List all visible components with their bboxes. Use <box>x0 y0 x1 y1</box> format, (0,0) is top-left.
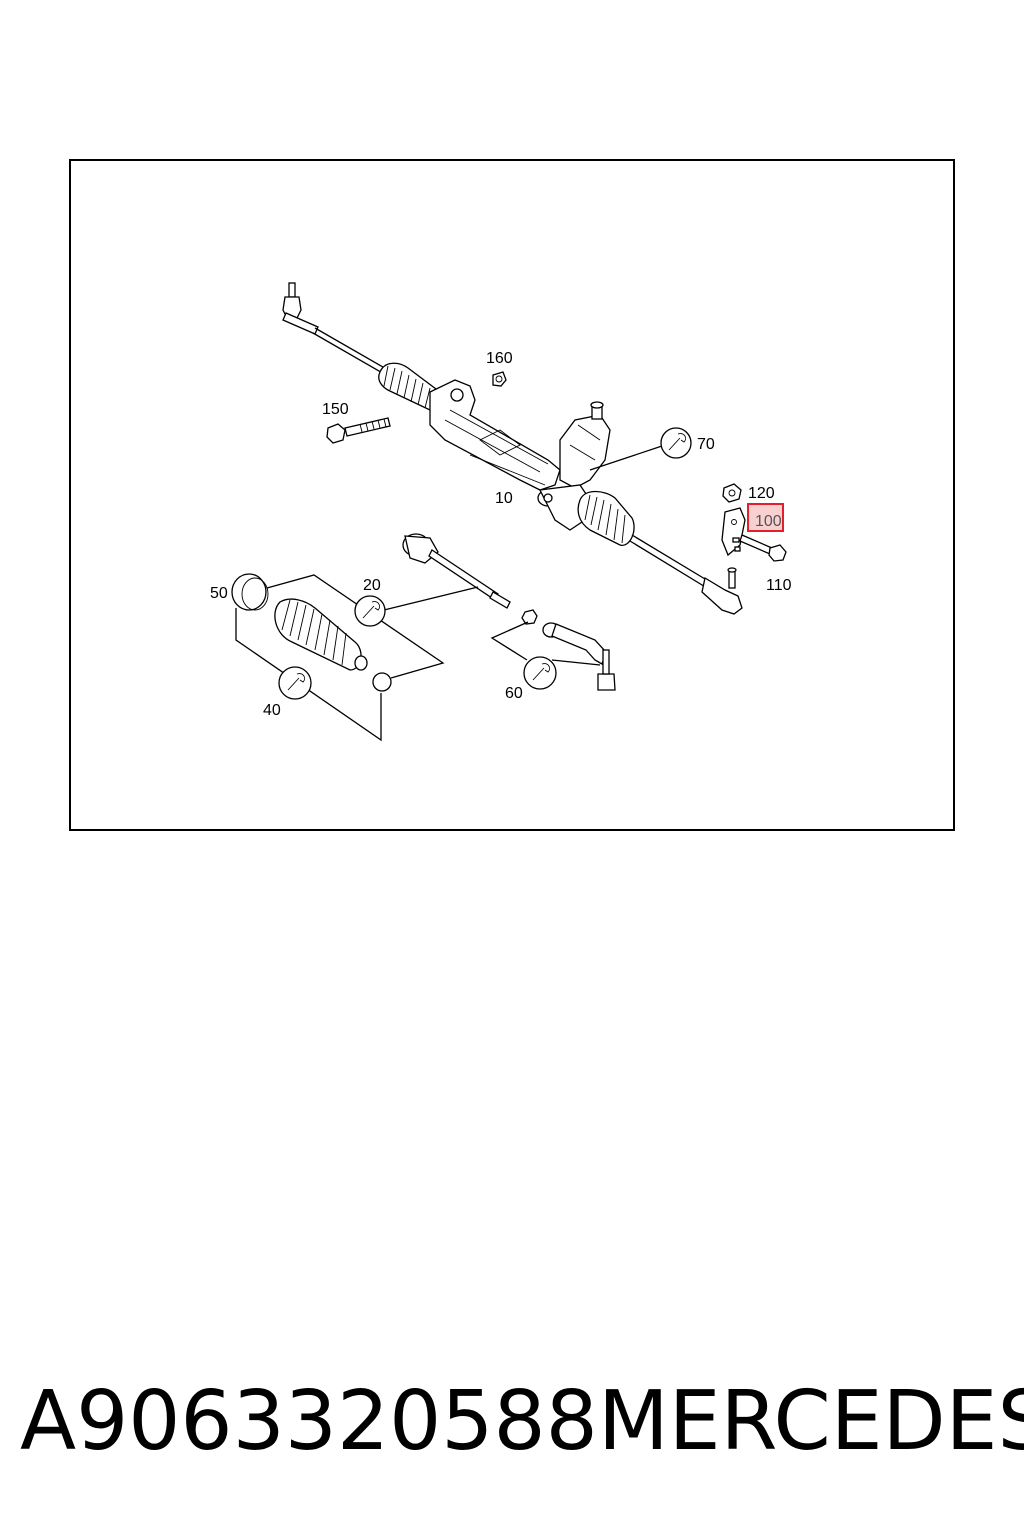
nut-160 <box>492 371 507 387</box>
nut-120 <box>722 483 742 503</box>
ring-50 <box>231 573 269 611</box>
inner-tie-rod <box>402 533 511 609</box>
rack-housing <box>429 379 561 491</box>
wrench-icon-40 <box>278 666 312 700</box>
boot-40 <box>274 598 368 671</box>
callout-160: 160 <box>486 350 513 367</box>
callout-10: 10 <box>495 490 513 507</box>
clamp-ring <box>372 672 392 692</box>
pinion-housing <box>537 401 611 531</box>
right-tie-rod-end <box>701 567 743 615</box>
wrench-icon-60 <box>523 656 557 690</box>
brand-name: MERCEDES <box>598 1374 1024 1469</box>
highlight-box-100 <box>747 503 784 532</box>
left-tie-rod-end <box>282 282 319 335</box>
right-bellows <box>577 490 635 546</box>
left-bellows <box>378 362 444 411</box>
wrench-icon-20 <box>354 595 386 627</box>
wrench-icon-70 <box>660 427 692 459</box>
callout-150: 150 <box>322 401 349 418</box>
bracket-lines-60 <box>490 621 601 666</box>
bolt-110 <box>739 534 787 562</box>
callout-110: 110 <box>766 577 792 594</box>
right-tie-rod <box>631 534 711 583</box>
outer-tie-rod-end-60 <box>521 609 616 691</box>
callout-40: 40 <box>263 702 281 719</box>
diagram-frame <box>69 159 955 831</box>
callout-100: 100 <box>755 513 782 530</box>
bolt-150 <box>326 417 391 444</box>
bracket-100 <box>721 507 746 557</box>
callout-50: 50 <box>210 585 228 602</box>
left-tie-rod <box>314 327 389 371</box>
callout-20: 20 <box>363 577 381 594</box>
footer: A9063320588 MERCEDES <box>0 1372 1024 1472</box>
callout-60: 60 <box>505 685 523 702</box>
part-number: A9063320588 <box>20 1374 598 1469</box>
steering-rack-diagram: 160 150 70 120 10 100 110 20 50 60 40 <box>210 282 792 742</box>
callout-70: 70 <box>697 436 715 453</box>
callout-120: 120 <box>748 485 775 502</box>
